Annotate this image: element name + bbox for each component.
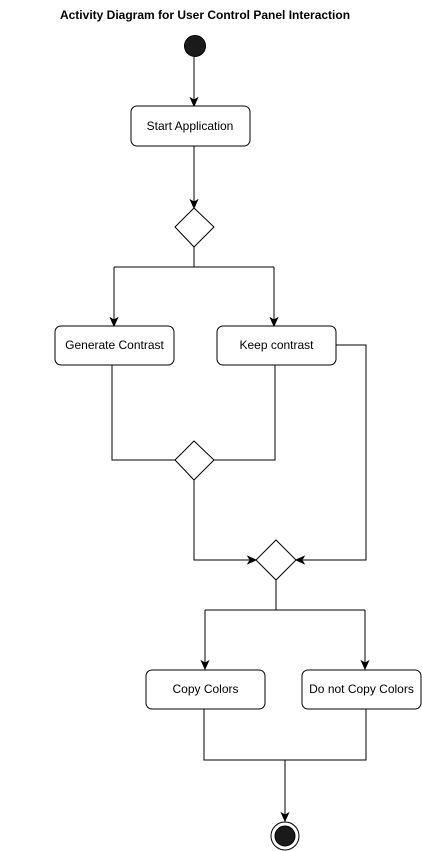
- edge-initial-to-start: [189, 57, 199, 108]
- decision-node-2: [174, 440, 215, 481]
- edge-decision-2-to-decision-3: [193, 480, 258, 565]
- edge-decision-3-branches: [200, 580, 370, 671]
- action-keep-contrast: Keep contrast: [216, 325, 337, 366]
- action-generate-contrast: Generate Contrast: [54, 325, 175, 366]
- action-copy-colors-label: Copy Colors: [172, 682, 238, 696]
- edge-contrast-to-decision-2: [111, 365, 276, 461]
- action-generate-contrast-label: Generate Contrast: [65, 338, 164, 352]
- action-keep-contrast-label: Keep contrast: [239, 338, 314, 352]
- action-do-not-copy-colors: Do not Copy Colors: [301, 669, 422, 710]
- edge-start-to-decision: [189, 146, 199, 210]
- edge-copy-options-to-final: [203, 709, 367, 823]
- action-copy-colors: Copy Colors: [145, 669, 266, 710]
- action-do-not-copy-colors-label: Do not Copy Colors: [309, 682, 414, 696]
- decision-node-1: [174, 207, 215, 248]
- edge-decision-1-branches: [109, 247, 279, 328]
- final-node: [270, 821, 300, 851]
- initial-node: [184, 35, 206, 57]
- action-start-application-label: Start Application: [147, 119, 234, 133]
- decision-node-3: [255, 539, 297, 581]
- edge-keep-contrast-to-decision-3: [294, 344, 367, 565]
- action-start-application: Start Application: [130, 105, 251, 147]
- diagram-title: Activity Diagram for User Control Panel …: [60, 8, 350, 22]
